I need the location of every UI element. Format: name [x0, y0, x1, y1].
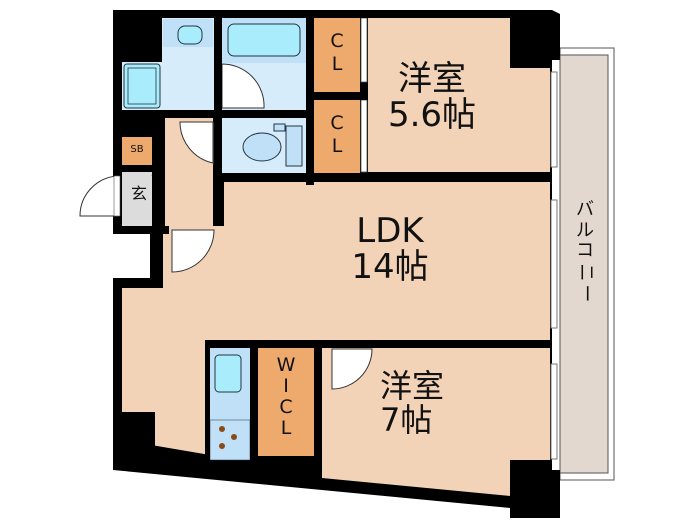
stove-burner-2: [231, 434, 237, 440]
ldk-name: LDK: [356, 211, 424, 251]
inner-walls: [113, 10, 551, 474]
balcony-char-2: ル: [576, 219, 594, 241]
stove-counter: [209, 419, 251, 461]
hallway-door-swing: [179, 121, 214, 164]
shoe-box: [122, 137, 152, 165]
wicl-i: I: [283, 374, 289, 397]
closet-1-c: C: [330, 30, 344, 52]
western-room-2-name: 洋室: [380, 367, 445, 405]
western-room-1-label: 洋室 5.6帖: [372, 59, 492, 135]
entrance-label: 玄: [130, 184, 147, 203]
bath-door-swing: [221, 63, 265, 109]
balcony-char-3: コ: [576, 240, 594, 262]
room-2-door-swing: [331, 348, 373, 390]
closet-2-c: C: [330, 112, 344, 134]
balcony-char-4: ニ: [575, 263, 597, 282]
western-room-1-name: 洋室: [398, 59, 466, 99]
ldk-label: LDK 14帖: [320, 211, 460, 287]
closet-1-l: L: [331, 52, 343, 75]
walk-in-closet-fill: [258, 346, 314, 456]
western-room-2-size: 7帖: [380, 400, 433, 439]
closet-2-door: [360, 99, 368, 173]
wicl-l: L: [280, 416, 292, 439]
closet-1-fill: [314, 18, 360, 92]
wicl-c: C: [279, 395, 293, 418]
stove-burner-3: [219, 443, 225, 449]
toilet-tank: [285, 125, 303, 167]
ldk-size: 14帖: [351, 246, 429, 287]
washing-machine-inner: [127, 67, 157, 105]
balcony-char-5: ー: [575, 284, 597, 303]
closet-2-l: L: [331, 134, 343, 157]
western-room-1-size: 5.6帖: [387, 94, 477, 135]
entrance-door-frame: [113, 175, 121, 217]
balcony-floor: [559, 54, 609, 474]
toilet-bowl: [242, 132, 282, 162]
wicl-w: W: [276, 354, 296, 376]
walk-in-closet-label: W I C L: [274, 355, 298, 439]
column-bottom-right: [510, 460, 550, 510]
stove-burner-1: [219, 426, 225, 432]
kitchen-sink: [214, 354, 242, 393]
shoe-box-label: SB: [130, 144, 144, 155]
entrance-door-swing: [79, 175, 119, 217]
western-room-2-label: 洋室 7帖: [380, 367, 480, 439]
balcony-char-1: バ: [576, 199, 594, 220]
closet-2-fill: [314, 100, 360, 173]
balcony-windows: [550, 71, 558, 460]
closet-1-label: C L: [325, 30, 349, 76]
closet-2-label: C L: [325, 112, 349, 158]
balcony-label: バ ル コ ニ ー: [574, 199, 597, 303]
washbasin-bowl: [177, 25, 203, 45]
bathtub: [227, 23, 301, 57]
ldk-door-swing: [171, 229, 215, 273]
closet-1-door: [360, 17, 368, 83]
column-top-right: [510, 18, 550, 68]
toilet-tank-top: [273, 123, 286, 132]
ldk-floor: [122, 182, 550, 455]
column-bottom-left: [122, 412, 155, 448]
western-room-2-floor: [322, 348, 550, 500]
